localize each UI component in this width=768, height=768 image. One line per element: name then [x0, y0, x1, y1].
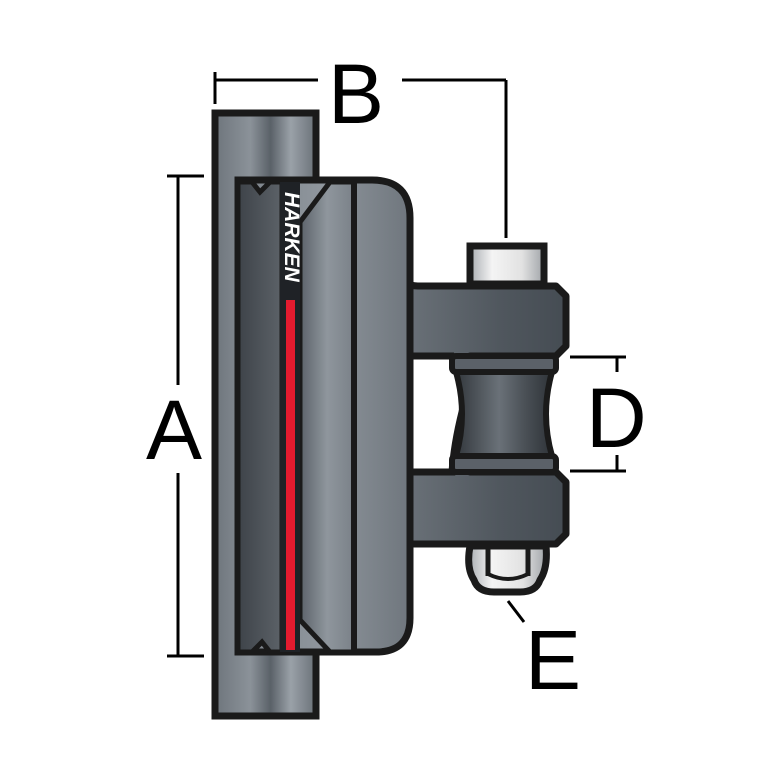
- dimension-d: [570, 355, 626, 473]
- car-left-section: [235, 179, 285, 655]
- dimension-label-b: B: [328, 47, 385, 141]
- car-mid-section: [297, 179, 357, 655]
- leader-e: [506, 600, 526, 623]
- nut: [465, 542, 550, 596]
- dimension-b: [213, 72, 508, 238]
- dimension-label-d: D: [586, 371, 647, 465]
- sheave: [449, 353, 559, 475]
- brand-text: HARKEN: [280, 192, 303, 282]
- brand-logo: HARKEN: [280, 192, 303, 302]
- dimension-label-e: E: [525, 613, 582, 707]
- dimension-label-a: A: [146, 383, 203, 477]
- bolt-head: [466, 242, 548, 288]
- red-accent-stripe: [286, 300, 295, 650]
- dimension-a: [167, 174, 204, 658]
